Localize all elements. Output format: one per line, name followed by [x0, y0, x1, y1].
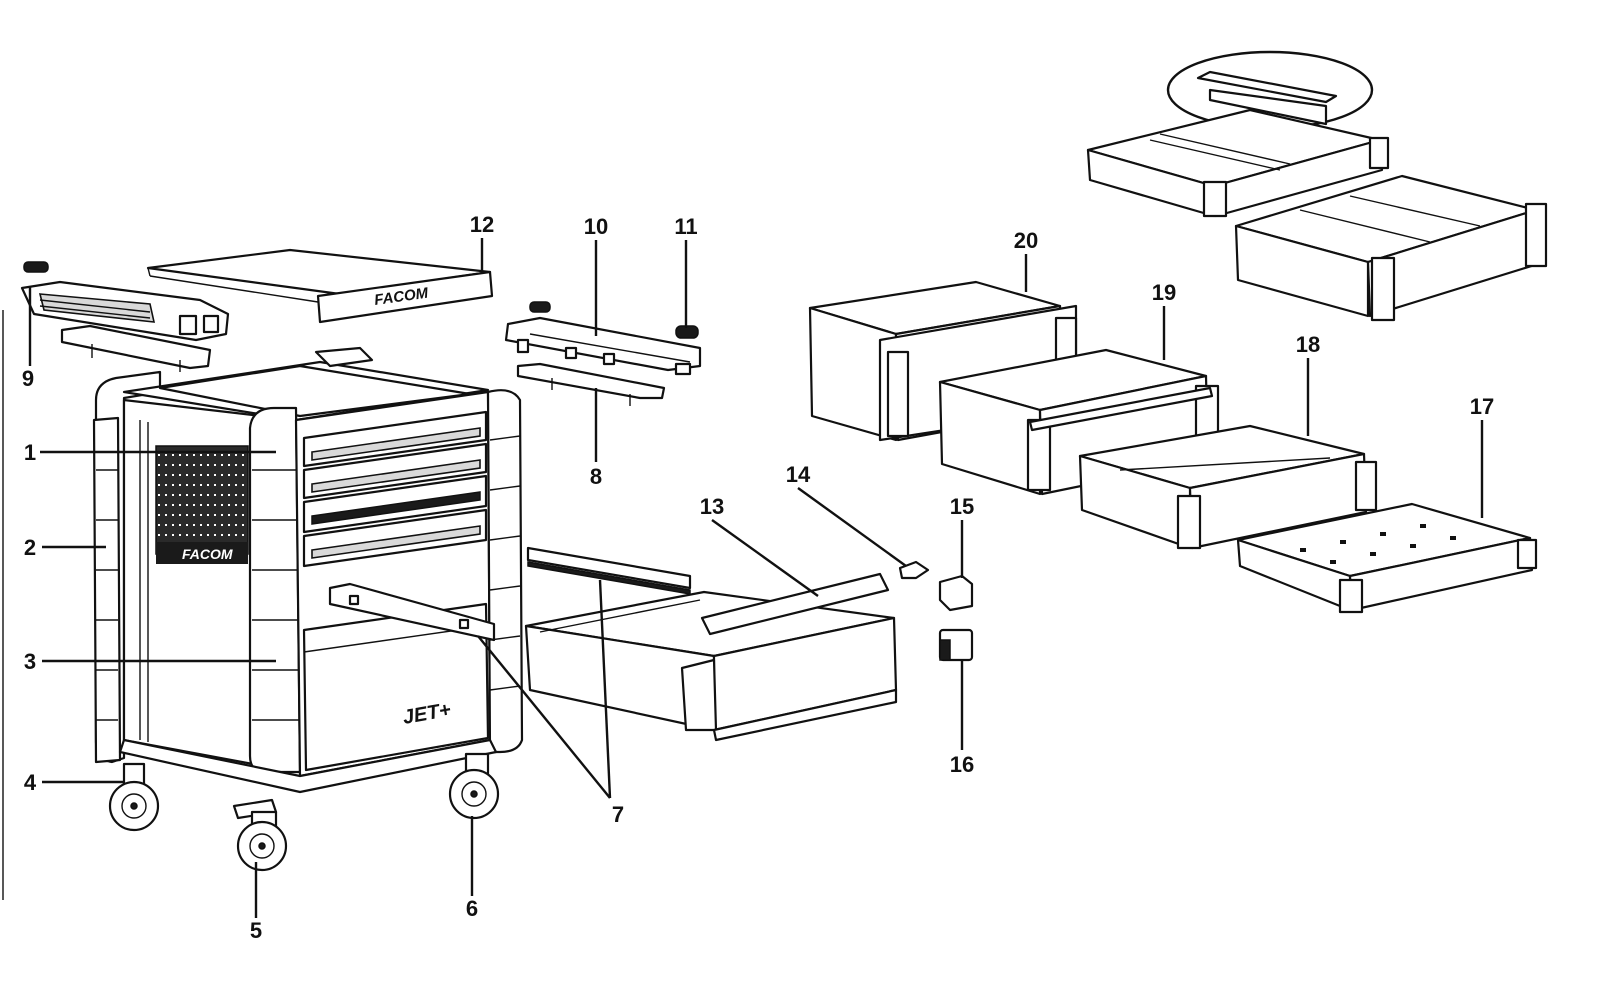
callout-15: 15: [950, 494, 974, 519]
drawer-17: [1236, 502, 1538, 614]
callout-9: 9: [22, 366, 34, 391]
callout-7: 7: [612, 802, 624, 827]
cabinet-side-logo: FACOM: [182, 546, 233, 562]
callout-2: 2: [24, 535, 36, 560]
left-top-rail-part: [20, 261, 230, 372]
callout-6: 6: [466, 896, 478, 921]
leader-lines: [2, 238, 1484, 918]
tool-cabinet: FACOM JET+: [92, 346, 524, 872]
callout-19: 19: [1152, 280, 1176, 305]
callout-labels: 1 2 3 4 5 6 7 8 9 10 11 12 13 14 15 16 1…: [22, 212, 1494, 943]
callout-13: 13: [700, 494, 724, 519]
caster-rear-right: [448, 752, 500, 820]
callout-18: 18: [1296, 332, 1320, 357]
top-panel-part: FACOM: [146, 248, 494, 324]
callout-10: 10: [584, 214, 608, 239]
callout-16: 16: [950, 752, 974, 777]
caster-front-left: [108, 762, 160, 832]
large-drawer-part: [328, 546, 898, 742]
callout-11: 11: [674, 214, 697, 239]
callout-3: 3: [24, 649, 36, 674]
divided-drawers: [1086, 50, 1548, 322]
callout-14: 14: [786, 462, 811, 487]
callout-17: 17: [1470, 394, 1494, 419]
callout-4: 4: [24, 770, 37, 795]
callout-1: 1: [24, 440, 36, 465]
caster-front-brake: [232, 798, 288, 872]
right-top-rail-part: [504, 301, 702, 406]
drawer-18: [1078, 424, 1378, 550]
callout-5: 5: [250, 918, 262, 943]
callout-20: 20: [1014, 228, 1038, 253]
callout-12: 12: [470, 212, 494, 237]
callout-8: 8: [590, 464, 602, 489]
